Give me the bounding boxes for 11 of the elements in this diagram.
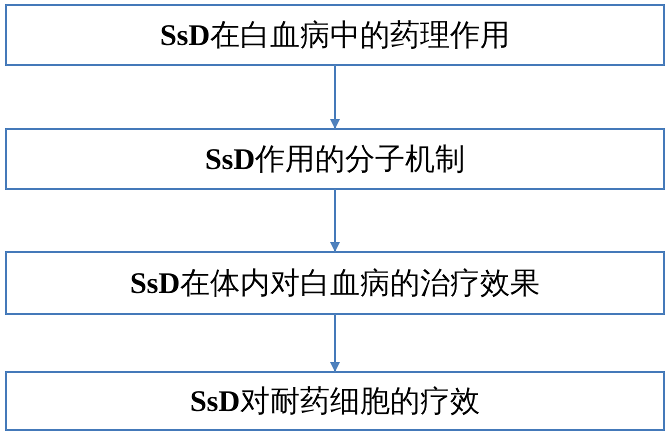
process-box [5,251,665,315]
box-label: SsD作用的分子机制 [204,142,466,178]
arrow [330,66,340,129]
process-box [5,371,665,431]
box-label: SsD对耐药细胞的疗效 [190,384,480,420]
box-label: SsD在体内对白血病的治疗效果 [130,266,540,302]
process-box [5,4,665,66]
arrow [330,190,340,252]
process-box [5,128,665,190]
arrow [330,315,340,372]
box-label: SsD在白血病中的药理作用 [160,18,510,54]
